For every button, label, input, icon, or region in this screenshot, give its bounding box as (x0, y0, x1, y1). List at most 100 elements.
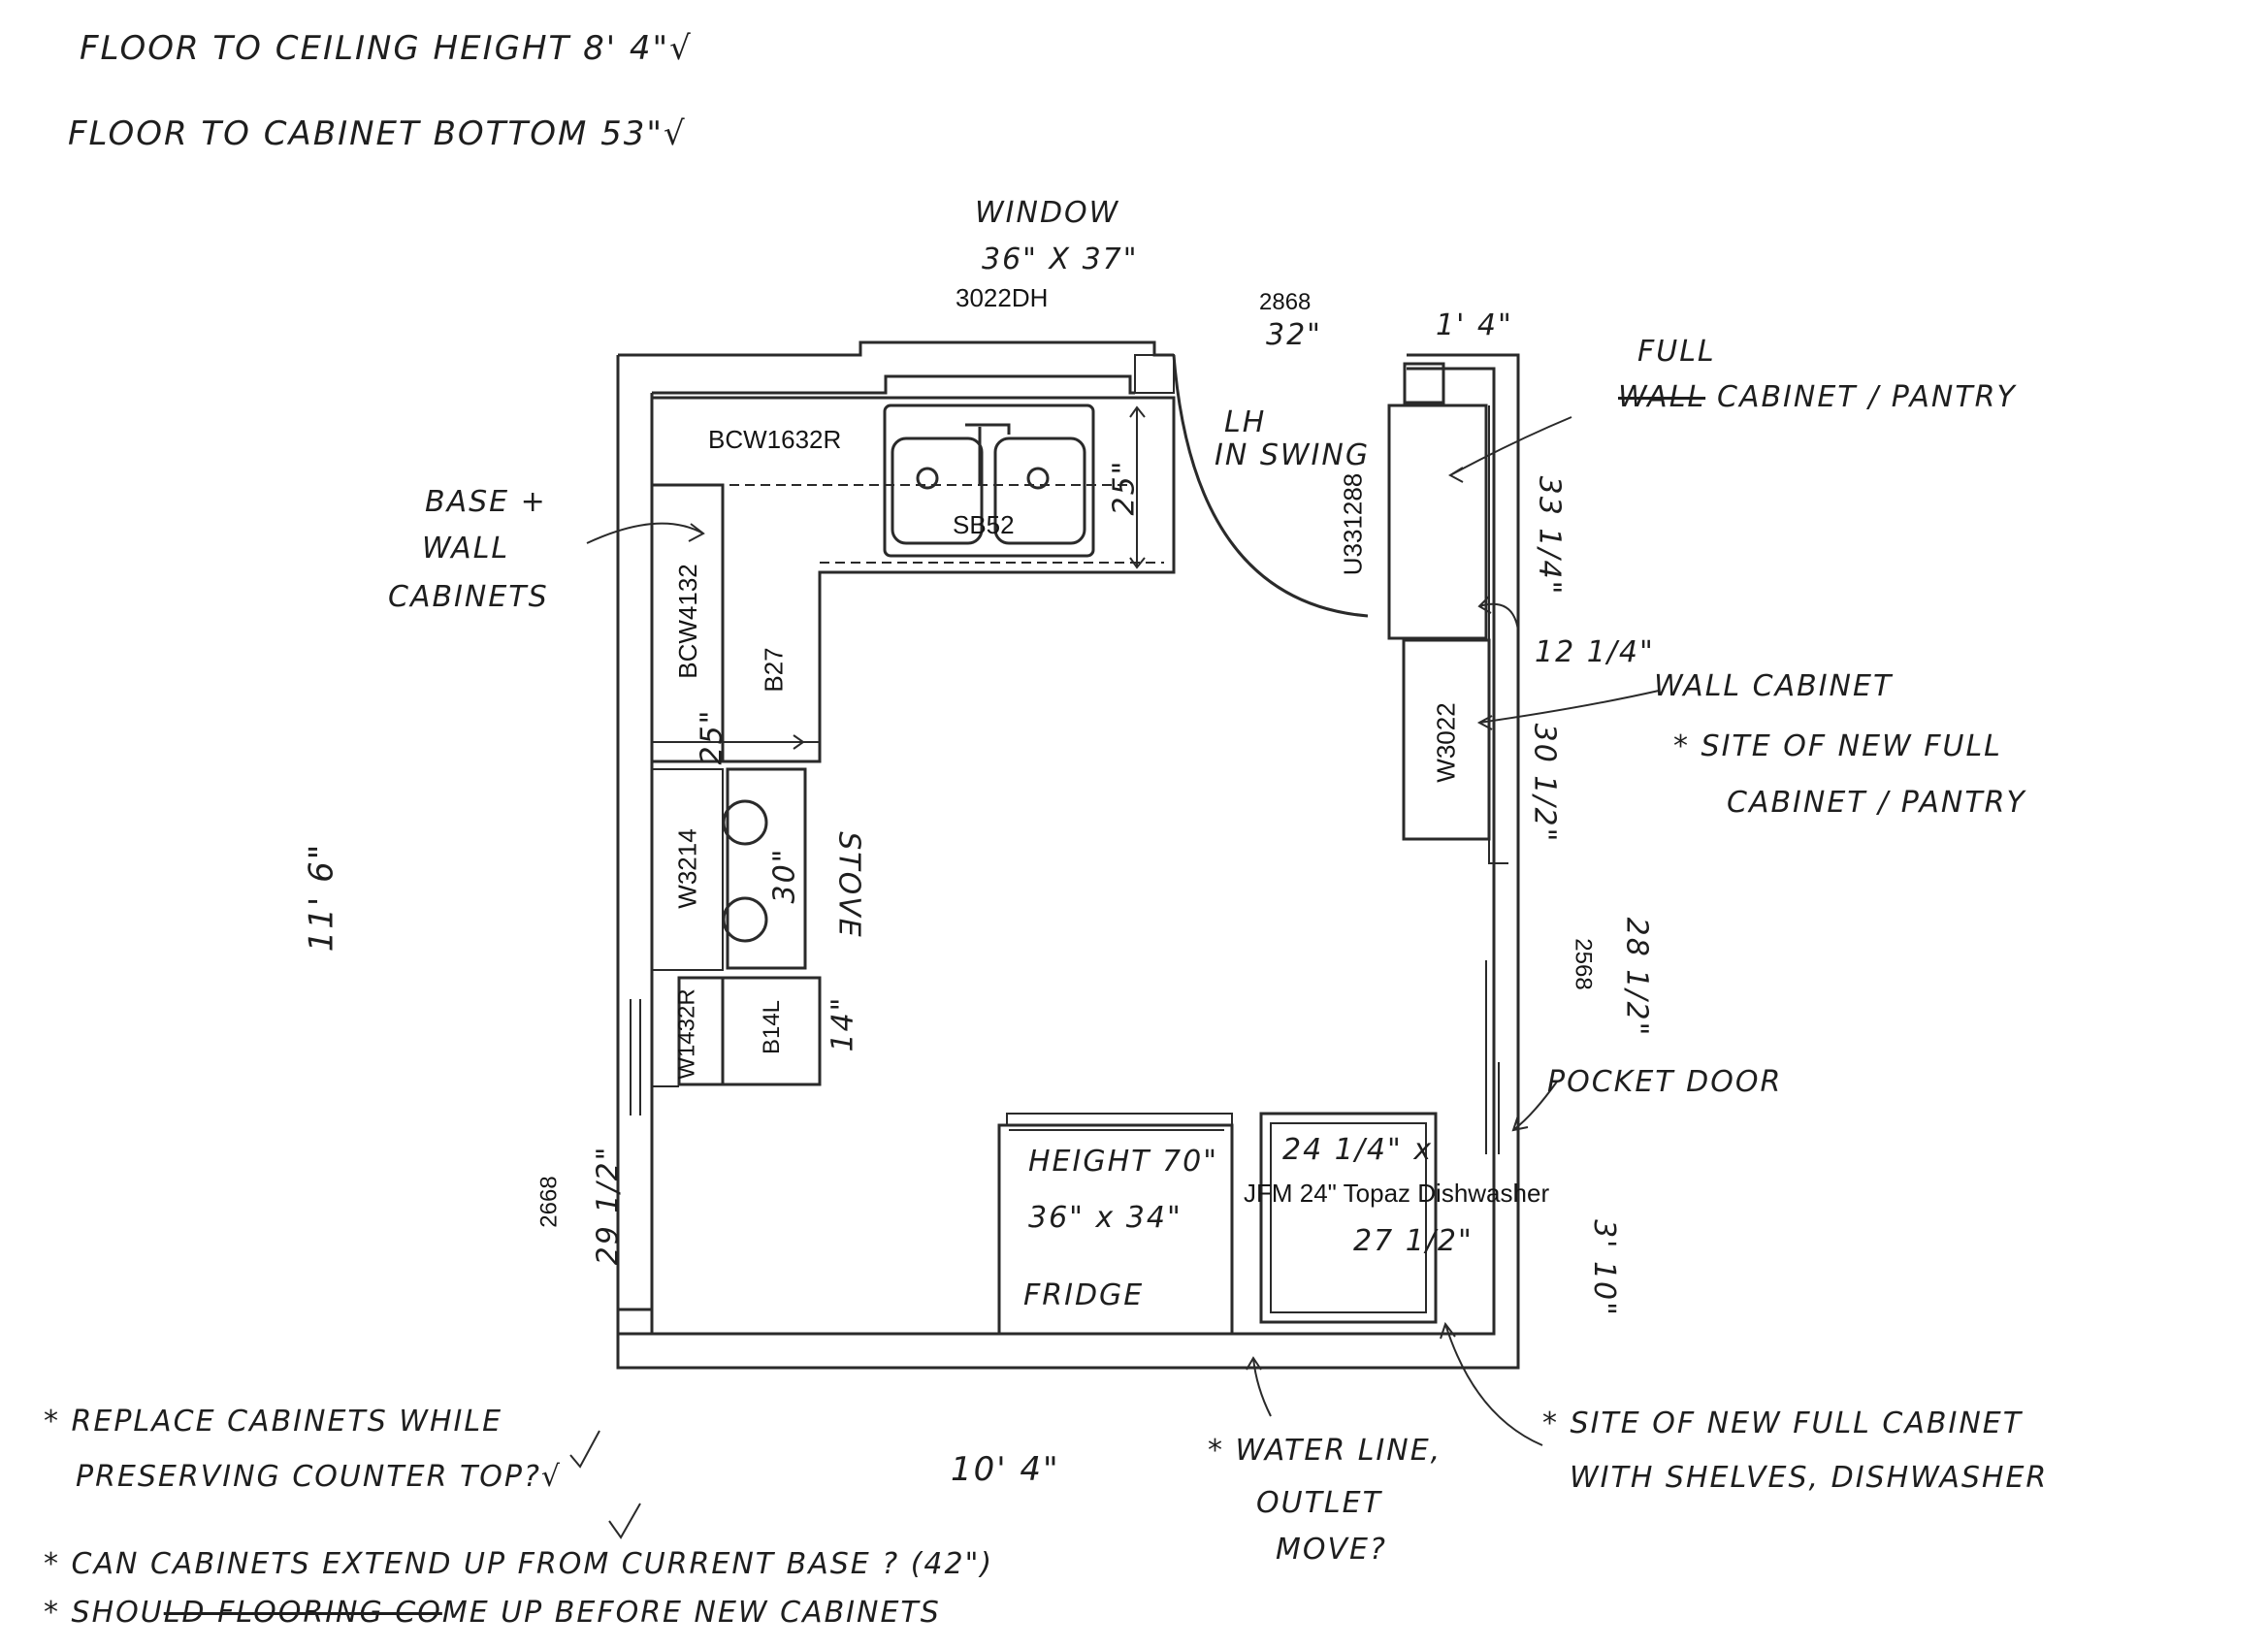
left-corner-post (616, 1308, 654, 1336)
sink-bowl-left (891, 436, 984, 545)
fridge-top (1006, 1113, 1233, 1131)
site-dishwasher-note-2: WITH SHELVES, DISHWASHER (1570, 1461, 2049, 1495)
cabinet-b27: B27 (759, 647, 789, 693)
water-note-3: MOVE? (1276, 1533, 1387, 1567)
dim-right-wall: 30 1/2" (1527, 723, 1562, 844)
check-replace (569, 1430, 600, 1469)
outer-wall-top-left (618, 340, 1174, 357)
u331288-box (1387, 404, 1488, 640)
cabinet-u331288: U331288 (1338, 472, 1368, 576)
base-wall-label-3: CABINETS (388, 580, 549, 614)
dim-bottom-width: 10' 4" (951, 1450, 1060, 1489)
full-label: FULL (1637, 335, 1716, 369)
fridge-box (997, 1123, 1234, 1336)
flooring-suffix: ME UP BEFORE NEW CABINETS (441, 1596, 941, 1630)
flooring-note: * SHOULD FLOORING COME UP BEFORE NEW CAB… (44, 1596, 941, 1630)
dim-right-lower-code: 2568 (1570, 938, 1597, 990)
dim-b14-width: 14" (826, 995, 860, 1052)
dim-stove-width: 30" (767, 847, 802, 904)
site-pantry-label-2: CABINET / PANTRY (1727, 786, 2026, 820)
dishwasher-depth: 27 1/2" (1353, 1224, 1474, 1258)
fridge-height: HEIGHT 70" (1028, 1145, 1219, 1179)
outer-wall-top-right (616, 353, 1520, 1370)
arrow-gap (1477, 596, 1519, 631)
cabinet-b14l: B14L (759, 999, 786, 1055)
cabinet-bcw1632r: BCW1632R (708, 425, 842, 454)
pocket-door-label: POCKET DOOR (1547, 1065, 1783, 1099)
dishwasher-box (1259, 1112, 1438, 1324)
fridge-size: 36" x 34" (1028, 1201, 1183, 1235)
water-note-1: * WATER LINE, (1208, 1434, 1442, 1468)
site-dishwasher-note-1: * SITE OF NEW FULL CABINET (1542, 1406, 2024, 1440)
base-depth-arrow (737, 734, 805, 750)
w3214-box (652, 768, 724, 971)
right-cabinet-edge (1488, 405, 1508, 864)
pocket-door-slot (1485, 960, 1500, 1154)
cabinet-bcw4132: BCW4132 (672, 564, 702, 679)
dim-right-upper: 33 1/4" (1532, 475, 1567, 597)
burner-top (722, 799, 768, 846)
dim-left-door: 29 1/2" (591, 1145, 626, 1266)
door-swing-arc (1172, 354, 1369, 618)
dim-right-lower: 28 1/2" (1619, 917, 1654, 1038)
burner-bottom (722, 896, 768, 943)
wall-cabinet-label: WALL CABINET (1654, 669, 1894, 703)
base-wall-label-2: WALL (422, 532, 510, 566)
cabinet-w3214: W3214 (672, 828, 702, 909)
sink-depth-arrow (1129, 405, 1146, 569)
site-pantry-label-1: * SITE OF NEW FULL (1673, 729, 2002, 763)
dim-sink-depth: 25" (1107, 459, 1142, 516)
dishwasher-name: JFM 24" Topaz Dishwasher (1244, 1179, 1550, 1208)
left-door-jamb (630, 999, 641, 1116)
cabinet-w1432r: W1432R (673, 988, 700, 1080)
door-leaf (1134, 354, 1175, 394)
window-size: 36" X 37" (982, 242, 1139, 276)
arrow-full-pantry (1447, 416, 1572, 483)
cabinet-sb52: SB52 (953, 510, 1015, 539)
sink-outline (883, 404, 1095, 558)
dim-left-door-code: 2668 (535, 1176, 563, 1228)
ceiling-height-note: FLOOR TO CEILING HEIGHT 8' 4"√ (80, 29, 693, 68)
fridge-label: FRIDGE (1023, 1278, 1145, 1312)
dim-left-height: 11' 6" (302, 842, 341, 953)
b14l-box (721, 976, 822, 1086)
dim-top-right-small: 1' 4" (1436, 308, 1513, 342)
lh-label: LH (1224, 405, 1267, 439)
cabinet-bottom-note: FLOOR TO CABINET BOTTOM 53"√ (68, 114, 687, 153)
dim-right-gap: 12 1/4" (1535, 635, 1655, 669)
left-cabinet-column (650, 485, 820, 763)
door-top-code: 2868 (1259, 289, 1312, 315)
arrow-site-dw (1440, 1321, 1543, 1446)
drain-left (916, 467, 939, 490)
window-title: WINDOW (975, 196, 1120, 230)
inswing-label: IN SWING (1215, 438, 1371, 472)
arrow-water (1246, 1356, 1272, 1417)
inner-wall-top-left (652, 374, 1135, 395)
arrow-pocket-door (1511, 1081, 1558, 1132)
check-extend (608, 1503, 641, 1539)
window-code: 3022DH (956, 283, 1049, 312)
full-struck-label: WALL (1618, 380, 1706, 414)
dishwasher-width: 24 1/4" x (1282, 1133, 1434, 1167)
replace-note-1: * REPLACE CABINETS WHILE (44, 1405, 503, 1439)
stove-label: STOVE (831, 831, 866, 939)
base-wall-label-1: BASE + (425, 485, 547, 519)
water-note-2: OUTLET (1256, 1486, 1382, 1520)
replace-note-2: PRESERVING COUNTER TOP?√ (76, 1460, 563, 1494)
door-top-width: 32" (1266, 318, 1322, 352)
dim-left-base-depth: 25" (695, 708, 729, 765)
lower-left-wall-ext (651, 970, 679, 1087)
arrow-base-wall (586, 522, 705, 544)
cabinet-w3022: W3022 (1431, 702, 1461, 783)
dim-right-bottom: 3' 10" (1586, 1219, 1621, 1317)
right-corner-box (1403, 362, 1445, 404)
sink-bowl-right (993, 436, 1086, 545)
flooring-prefix: * SHOU (44, 1596, 164, 1630)
drain-right (1026, 467, 1050, 490)
flooring-struck: LD FLOORING CO (163, 1596, 442, 1630)
dishwasher-inner (1270, 1122, 1427, 1313)
faucet (965, 423, 1011, 485)
extend-note: * CAN CABINETS EXTEND UP FROM CURRENT BA… (44, 1547, 994, 1581)
full-pantry-label: CABINET / PANTRY (1717, 380, 2017, 414)
